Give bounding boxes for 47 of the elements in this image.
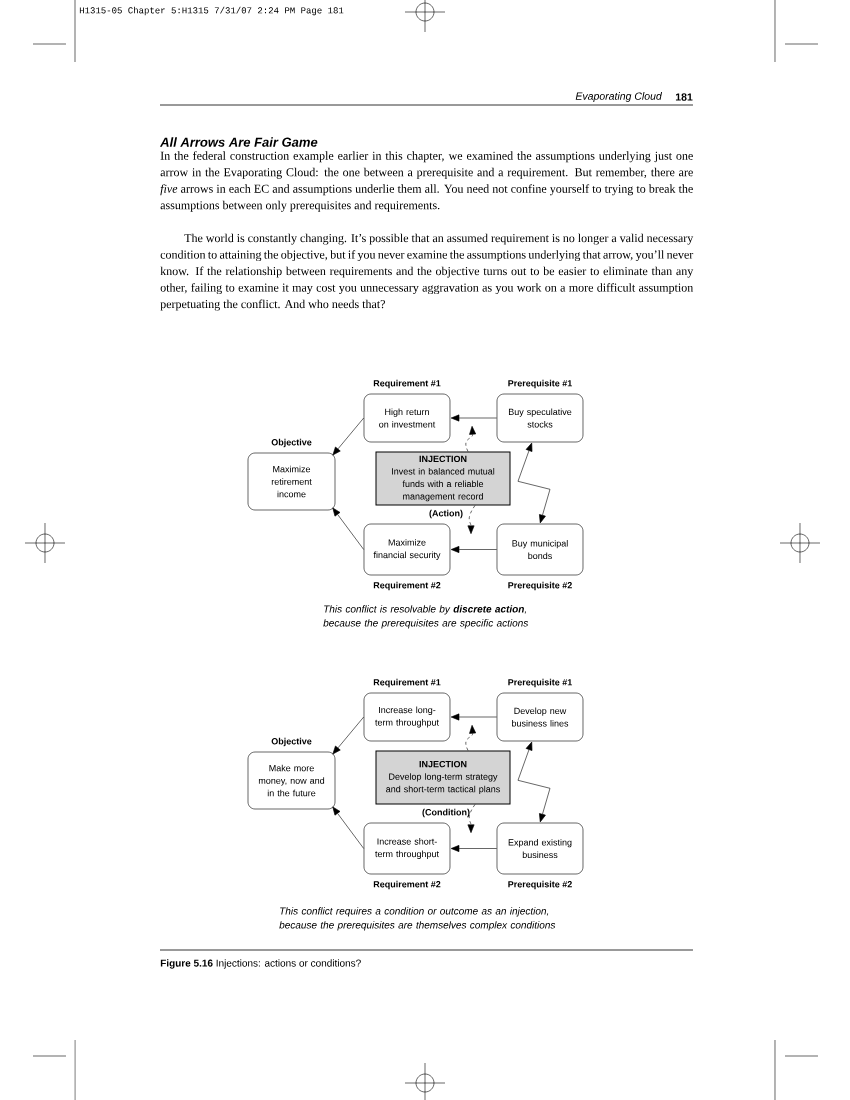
rounded-box: Buy speculative stocks	[496, 393, 584, 443]
body-paragraph: In the federal construction example earlier in this chapter, we examined the assumptions underlying just one arrow in the Evaporating Cloud: the one between a prerequisite and a requirement. But remember, there are five arrows in each EC and assumptions underlie them all. You need not confine yourself to trying to break the assumptions between only prerequisites and requirements.	[160, 151, 693, 212]
running-head: Evaporating Cloud	[575, 92, 663, 102]
box-heading: Prerequisite #1	[508, 379, 572, 389]
rounded-box: Buy municipal bonds	[496, 523, 584, 576]
arrow	[332, 417, 364, 456]
dashed-arrow	[467, 804, 476, 833]
page-number: 181	[675, 93, 693, 101]
arrow	[450, 713, 497, 721]
box-heading: Requirement #1	[373, 678, 441, 688]
box-heading: Objective	[271, 438, 312, 448]
zigzag-arrow	[517, 442, 551, 524]
box-note: (Condition)	[422, 808, 470, 818]
arrow	[332, 507, 364, 550]
figure-caption: Figure 5.16 Injections: actions or conditions?	[160, 959, 361, 969]
arrow	[450, 845, 497, 852]
rounded-box: Make more money, now and in the future	[247, 751, 336, 810]
box-heading: Prerequisite #2	[508, 581, 572, 591]
box-heading: Objective	[271, 737, 312, 747]
printer-slug: H1315-05 Chapter 5:H1315 7/31/07 2:24 PM Page 181	[79, 6, 344, 16]
box-heading: Requirement #2	[373, 581, 441, 591]
arrow	[332, 716, 364, 755]
box-heading: Requirement #1	[373, 379, 441, 389]
box-heading: Prerequisite #1	[508, 678, 572, 688]
body-paragraph: The world is constantly changing. It’s possible that an assumed requirement is no longer a valid necessary condition to attaining the objective, but if you never examine the assumptions underlying that arrow, you’ll never know. If the relationship between requirements and the objective turns out to be easier to eliminate than any other, failing to examine it may cost you unnecessary aggravation as you work on a more difficult assumption perpetuating the conflict. And who needs that?	[160, 233, 694, 311]
diagram-caption: This conflict requires a condition or outcome as an injection, because the prerequisites are themselves complex conditions	[279, 907, 556, 931]
shaded-box: INJECTION Develop long-term strategy and short-term tactical plans	[375, 750, 511, 805]
dashed-arrow	[465, 725, 477, 751]
rounded-box: Increase long-term throughput	[363, 692, 451, 742]
arrow	[450, 546, 497, 553]
zigzag-arrow	[517, 741, 551, 823]
section-heading: All Arrows Are Fair Game	[159, 137, 318, 147]
box-heading: Requirement #2	[373, 880, 441, 890]
arrow	[332, 806, 364, 849]
rounded-box: Develop new business lines	[496, 692, 584, 742]
rounded-box: Maximize financial security	[363, 523, 451, 576]
rounded-box: Maximize retirement income	[247, 452, 336, 511]
rounded-box: Expand existing business	[496, 822, 584, 875]
shaded-box: INJECTION Invest in balanced mutual funds with a reliable management record	[375, 451, 511, 506]
box-note: (Action)	[429, 509, 463, 519]
rounded-box: High return on investment	[363, 393, 451, 443]
rounded-box: Increase short-term throughput	[363, 822, 451, 875]
dashed-arrow	[467, 505, 476, 534]
box-heading: Prerequisite #2	[508, 880, 572, 890]
dashed-arrow	[465, 426, 477, 452]
diagram-caption: This conflict is resolvable by discrete action, because the prerequisites are specific actions	[323, 605, 529, 629]
arrow	[450, 414, 497, 422]
